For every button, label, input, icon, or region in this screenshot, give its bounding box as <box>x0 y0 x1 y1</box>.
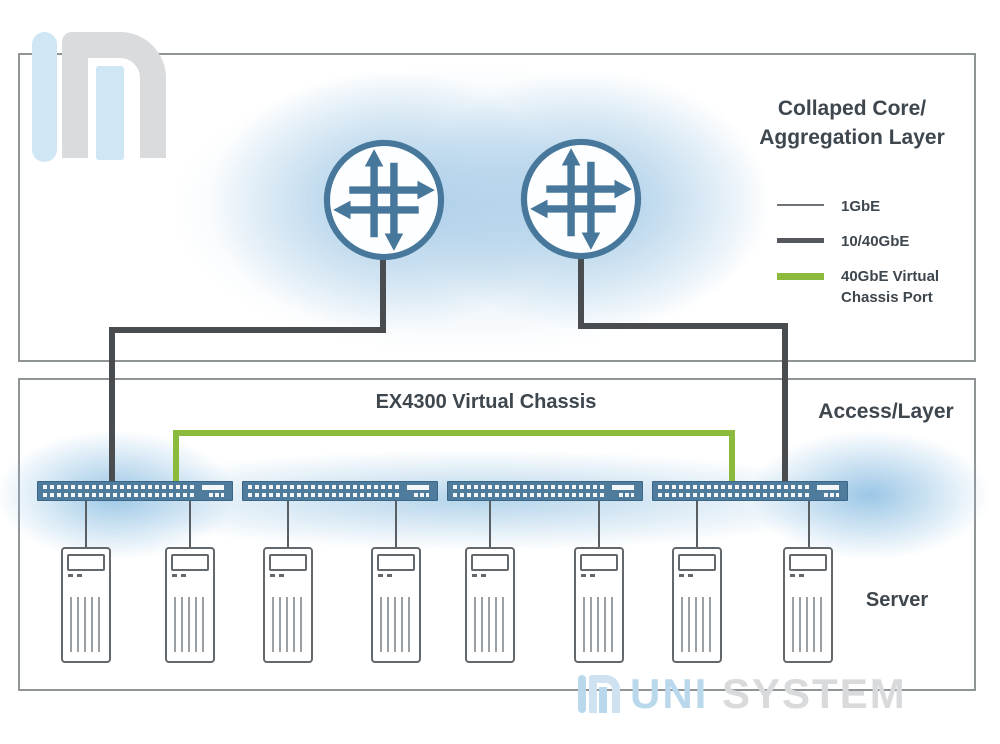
switch-ports-row <box>453 485 606 489</box>
legend-label-1gbe: 1GbE <box>841 198 881 215</box>
server-vents <box>380 597 412 652</box>
legend-label-40gbe-vcp: 40GbE Virtual Chassis Port <box>841 266 939 308</box>
switch-uplink-slot <box>817 485 839 490</box>
server-leds <box>172 574 187 577</box>
server-tower-8 <box>783 547 833 663</box>
server-panel <box>789 554 827 571</box>
switch-2 <box>242 481 438 501</box>
server-link-1 <box>85 501 87 548</box>
server-tower-4 <box>371 547 421 663</box>
vcp-link-horizontal <box>173 430 735 436</box>
switch-ports-row <box>658 485 811 489</box>
link-router2-to-switch4 <box>782 323 788 483</box>
server-tower-2 <box>165 547 215 663</box>
switch-3 <box>447 481 643 501</box>
legend-label-40gbe-vcp-line2: Chassis Port <box>841 289 933 306</box>
server-tower-7 <box>672 547 722 663</box>
legend-swatch-1gbe <box>777 204 824 206</box>
server-leds <box>581 574 596 577</box>
switch-uplink-ports <box>209 493 224 497</box>
server-tower-3 <box>263 547 313 663</box>
server-link-3 <box>287 501 289 548</box>
server-link-5 <box>489 501 491 548</box>
legend-swatch-10-40gbe <box>777 238 824 243</box>
server-leds <box>790 574 805 577</box>
link-router1-stem <box>380 255 386 333</box>
vcp-link-right-leg <box>729 430 735 483</box>
server-vents <box>681 597 713 652</box>
server-leds <box>270 574 285 577</box>
core-router-2 <box>519 137 643 261</box>
server-link-2 <box>189 501 191 548</box>
core-layer-heading: Collaped Core/ Aggregation Layer <box>722 94 982 152</box>
server-vents <box>474 597 506 652</box>
core-layer-heading-line1: Collaped Core/ <box>777 97 927 120</box>
switch-uplink-slot <box>612 485 634 490</box>
server-panel <box>377 554 415 571</box>
server-link-6 <box>598 501 600 548</box>
legend-swatch-40gbe-vcp <box>777 273 824 280</box>
server-label: Server <box>865 589 929 611</box>
server-panel <box>471 554 509 571</box>
link-router2-horizontal <box>578 323 788 329</box>
server-leds <box>472 574 487 577</box>
server-panel <box>269 554 307 571</box>
virtual-chassis-title: EX4300 Virtual Chassis <box>375 391 597 413</box>
server-leds <box>679 574 694 577</box>
core-router-1 <box>322 138 446 262</box>
server-vents <box>70 597 102 652</box>
switch-uplink-ports <box>414 493 429 497</box>
switch-ports-row <box>453 493 606 497</box>
switch-uplink-slot <box>202 485 224 490</box>
server-link-4 <box>395 501 397 548</box>
switch-4 <box>652 481 848 501</box>
server-link-7 <box>696 501 698 548</box>
switch-uplink-ports <box>824 493 839 497</box>
server-tower-1 <box>61 547 111 663</box>
switch-uplink-ports <box>619 493 634 497</box>
server-leds <box>378 574 393 577</box>
access-layer-label: Access/Layer <box>818 400 954 423</box>
link-router1-horizontal <box>109 327 386 333</box>
server-vents <box>792 597 824 652</box>
core-glow <box>170 65 770 355</box>
vcp-link-left-leg <box>173 430 179 483</box>
switch-uplink-slot <box>407 485 429 490</box>
server-link-8 <box>808 501 810 548</box>
server-panel <box>678 554 716 571</box>
server-panel <box>67 554 105 571</box>
server-vents <box>583 597 615 652</box>
switch-ports-row <box>43 485 196 489</box>
server-tower-6 <box>574 547 624 663</box>
legend-label-40gbe-vcp-line1: 40GbE Virtual <box>841 268 940 285</box>
router-icon <box>520 138 642 260</box>
switch-ports-row <box>658 493 811 497</box>
core-layer-heading-line2: Aggregation Layer <box>759 126 945 149</box>
router-icon <box>323 139 445 261</box>
server-tower-5 <box>465 547 515 663</box>
server-vents <box>272 597 304 652</box>
server-leds <box>68 574 83 577</box>
switch-ports-row <box>43 493 196 497</box>
link-router2-stem <box>578 255 584 329</box>
link-router1-to-switch1 <box>109 327 115 483</box>
switch-ports-row <box>248 485 401 489</box>
switch-1 <box>37 481 233 501</box>
legend-label-10-40gbe: 10/40GbE <box>841 233 910 250</box>
server-vents <box>174 597 206 652</box>
server-panel <box>580 554 618 571</box>
switch-ports-row <box>248 493 401 497</box>
server-panel <box>171 554 209 571</box>
